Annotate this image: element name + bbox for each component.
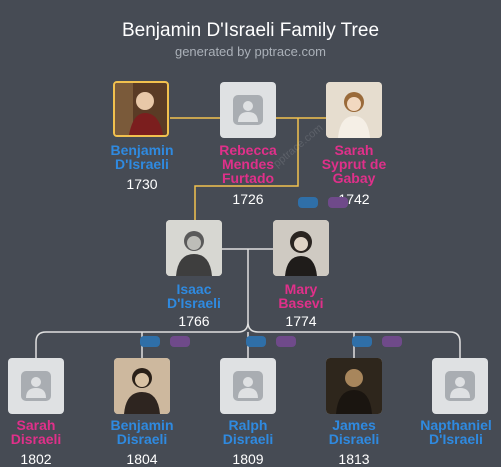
expand-spouses-button[interactable] [328, 197, 348, 208]
avatar-ralph[interactable] [220, 358, 276, 414]
expand-spouses-button[interactable] [382, 336, 402, 347]
placeholder-person-icon [233, 95, 263, 125]
expand-descendants-button[interactable] [140, 336, 160, 347]
birth-year-james: 1813 [338, 451, 370, 467]
birth-year-ralph: 1809 [232, 451, 264, 467]
expand-descendants-button[interactable] [352, 336, 372, 347]
birth-year-sarah-disraeli: 1802 [20, 451, 52, 467]
avatar-sarah-disraeli[interactable] [8, 358, 64, 414]
expand-spouses-button[interactable] [170, 336, 190, 347]
expand-descendants-button[interactable] [298, 197, 318, 208]
avatar-sarah-gabay[interactable] [326, 82, 382, 138]
birth-year-benjamin-sr: 1730 [126, 176, 158, 192]
portrait-photo-icon [326, 358, 382, 414]
birth-year-rebecca: 1726 [232, 191, 264, 207]
birth-year-sarah-gabay: 1742 [338, 191, 370, 207]
expand-descendants-button[interactable] [246, 336, 266, 347]
portrait-photo-icon [115, 83, 167, 135]
avatar-james[interactable] [326, 358, 382, 414]
avatar-mary[interactable] [273, 220, 329, 276]
expand-spouses-button[interactable] [276, 336, 296, 347]
placeholder-person-icon [21, 371, 51, 401]
avatar-isaac[interactable] [166, 220, 222, 276]
page-title: Benjamin D'Israeli Family Tree [121, 20, 380, 41]
avatar-benjamin-dis[interactable] [113, 81, 169, 137]
birth-year-isaac: 1766 [178, 313, 210, 329]
avatar-benjamin-disraeli[interactable] [114, 358, 170, 414]
page-subtitle: generated by pptrace.com [174, 44, 327, 59]
placeholder-person-icon [445, 371, 475, 401]
portrait-photo-icon [273, 220, 329, 276]
descent-connector-isaac [194, 118, 299, 220]
children-bracket [35, 321, 461, 358]
portrait-photo-icon [326, 82, 382, 138]
birth-year-benjamin-disraeli: 1804 [126, 451, 158, 467]
avatar-rebecca[interactable] [220, 82, 276, 138]
portrait-photo-icon [166, 220, 222, 276]
portrait-photo-icon [114, 358, 170, 414]
birth-year-mary: 1774 [285, 313, 317, 329]
avatar-napthaniel[interactable] [432, 358, 488, 414]
placeholder-person-icon [233, 371, 263, 401]
